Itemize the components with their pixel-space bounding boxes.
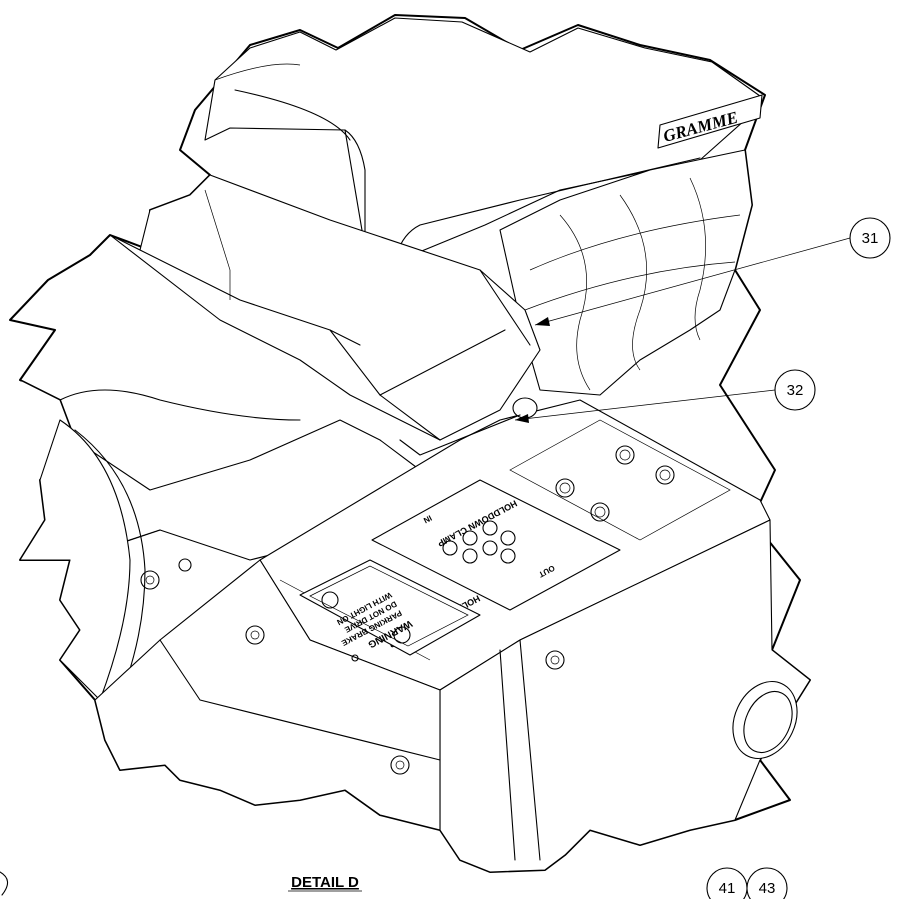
leader-arrow-32 — [515, 414, 529, 423]
console-mounting-holes — [555, 445, 675, 522]
placard-in-label: IN — [422, 513, 433, 525]
detail-caption: DETAIL D — [291, 874, 359, 891]
leader-arrow-31 — [535, 317, 550, 326]
armrest — [109, 174, 541, 441]
brand-plate — [657, 94, 763, 149]
callout-32: 32 — [774, 369, 816, 411]
left-bracket — [19, 419, 131, 701]
side-fasteners — [140, 558, 565, 775]
svg-text:41: 41 — [719, 880, 736, 897]
parking-brake-warning-placard: WARNING PARKING BRAKE DO NOT DRIVE WITH … — [299, 559, 481, 656]
svg-text:43: 43 — [759, 880, 776, 897]
callout-31: 31 — [849, 217, 891, 259]
svg-text:32: 32 — [787, 382, 804, 399]
control-buttons — [442, 520, 516, 564]
callout-41: 41 — [706, 867, 748, 899]
seat-suspension-bellows — [499, 149, 753, 396]
console-side-port — [732, 681, 798, 759]
callout-43: 43 — [746, 867, 788, 899]
partial-callout-edge — [0, 871, 9, 896]
leader-32 — [514, 389, 776, 421]
adjuster-knob — [399, 397, 538, 456]
console-front-face — [439, 519, 811, 873]
leader-31 — [534, 237, 851, 326]
svg-text:31: 31 — [862, 230, 879, 247]
